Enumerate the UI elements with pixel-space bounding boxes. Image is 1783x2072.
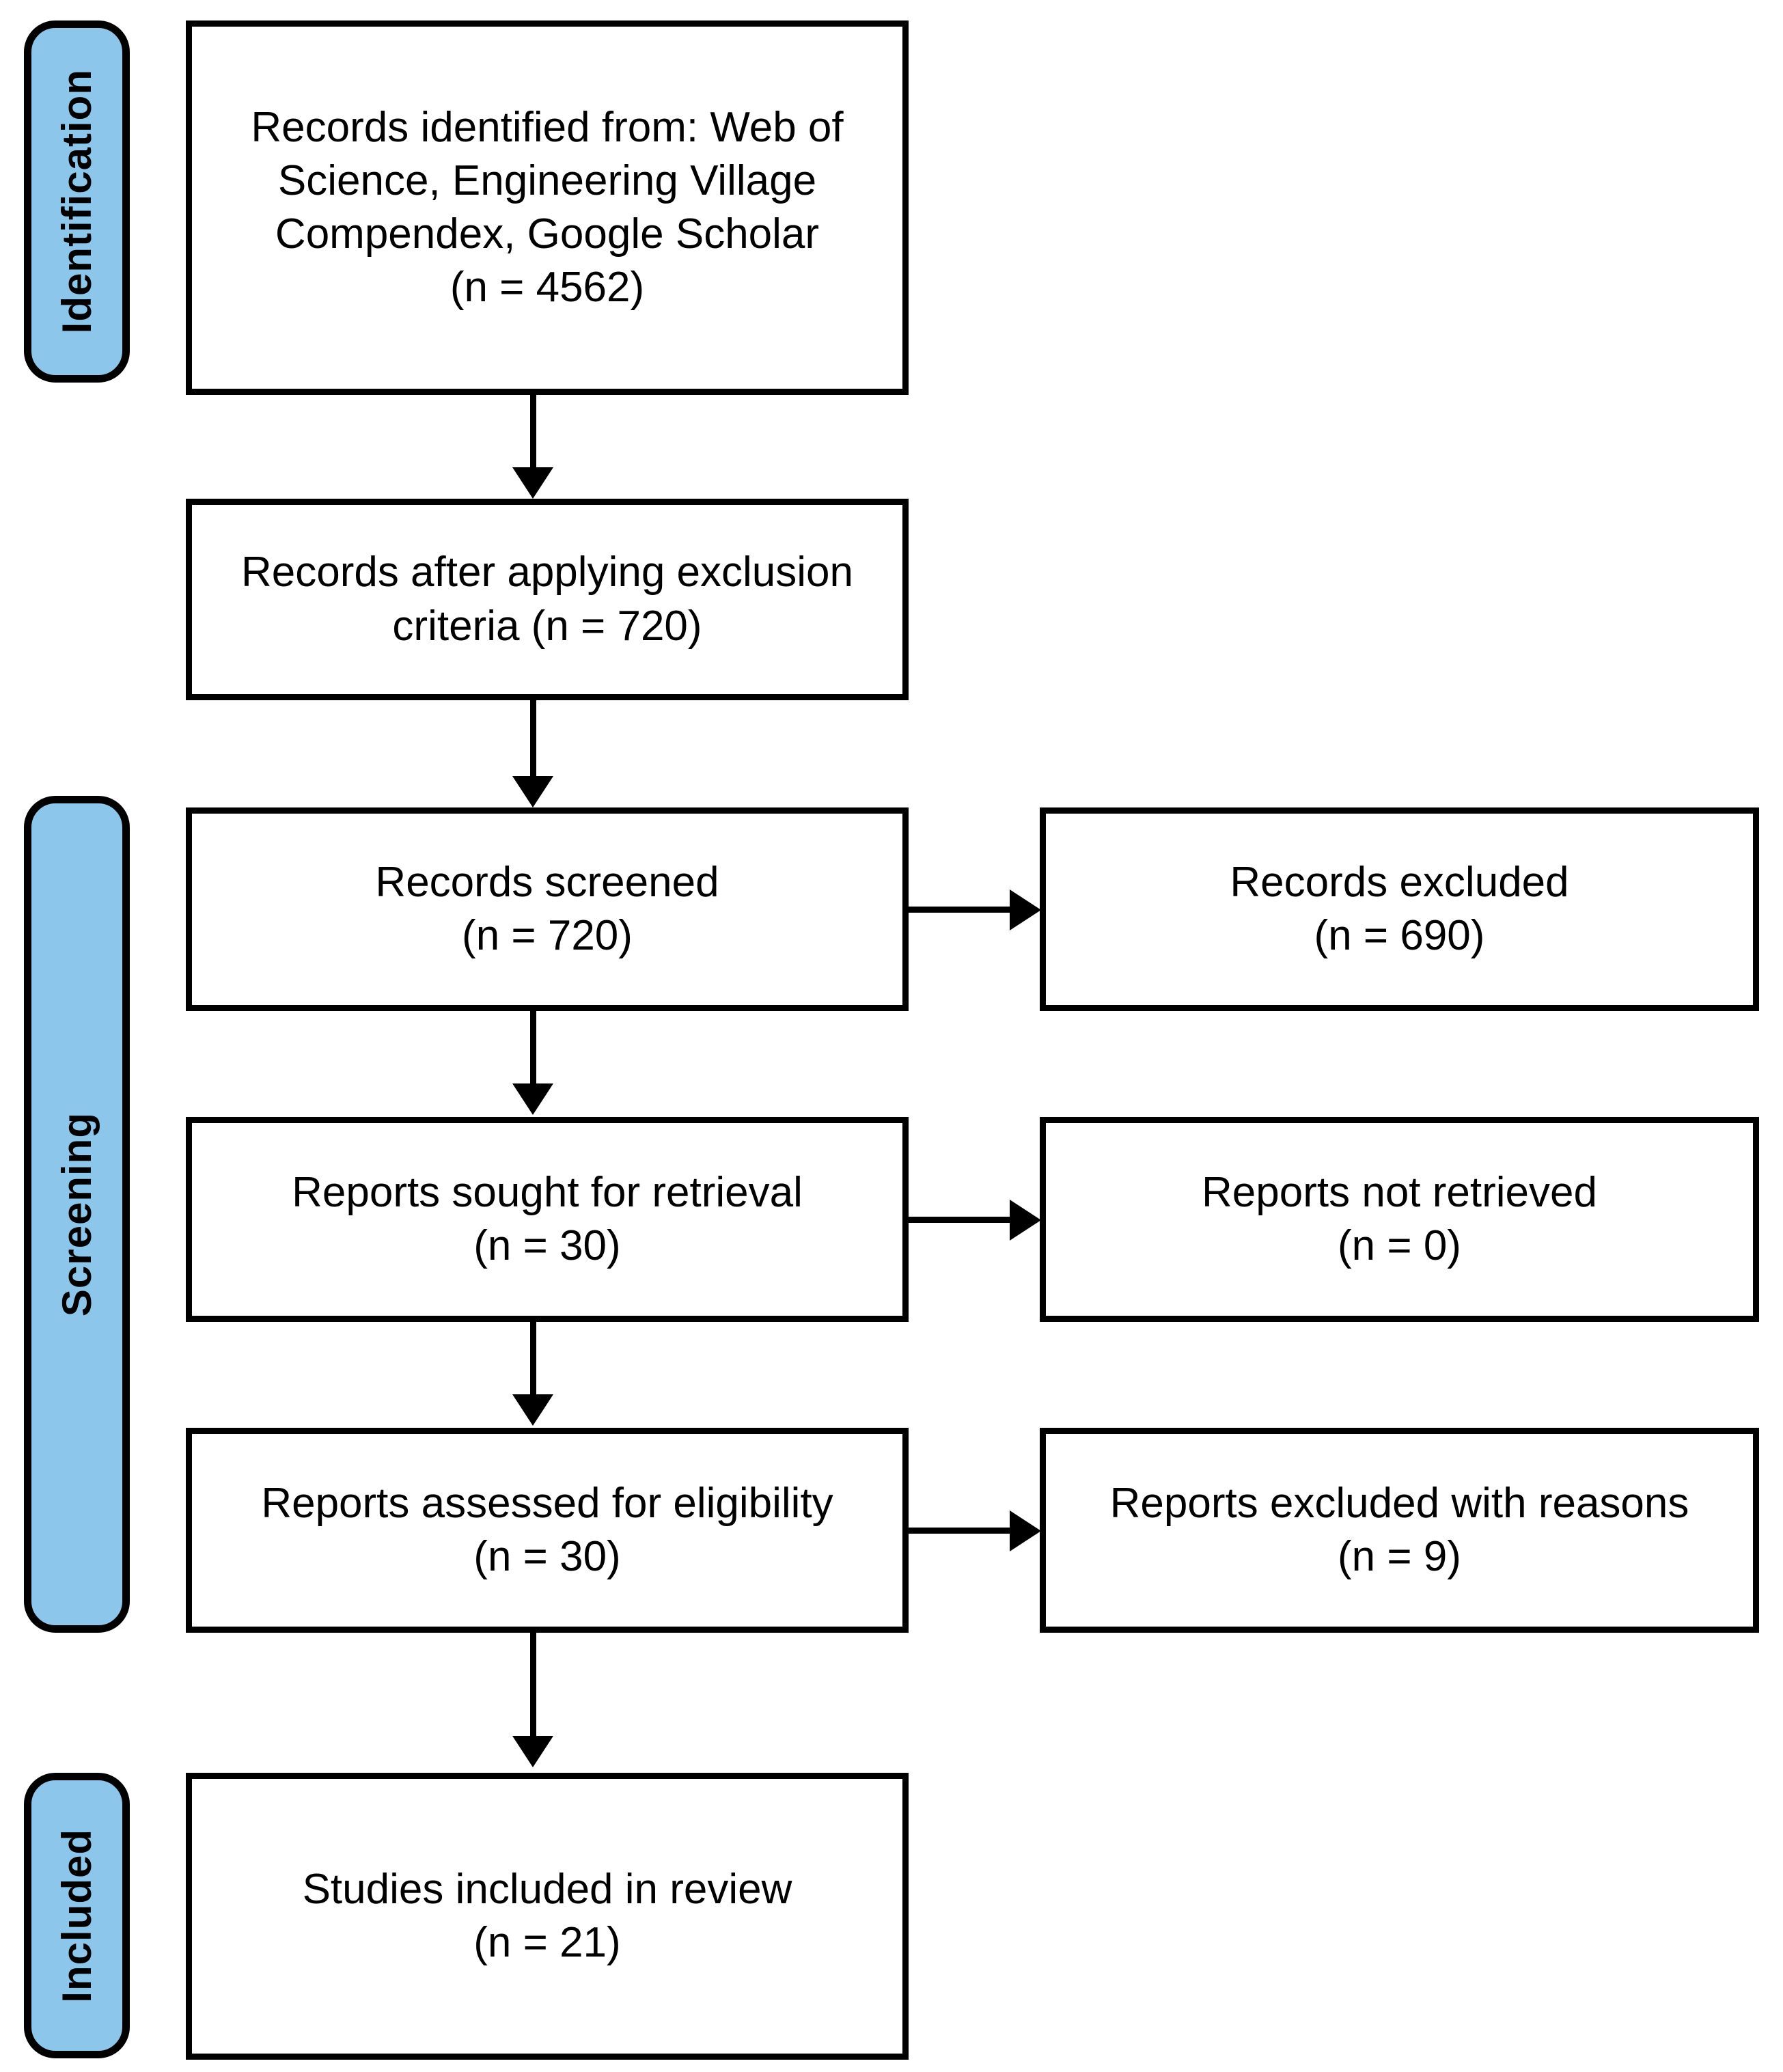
box-records-excluded: Records excluded (n = 690): [1040, 807, 1759, 1011]
box-reports-assessed: Reports assessed for eligibility (n = 30…: [186, 1428, 909, 1633]
connector-screened-to-excluded: [909, 907, 1012, 913]
arrowhead-screened-to-excluded: [1010, 889, 1041, 930]
box-records-identified-text: Records identified from: Web of Science,…: [251, 103, 844, 312]
connector-after-exclusion-to-screened: [530, 700, 536, 779]
box-records-screened: Records screened (n = 720): [186, 807, 909, 1011]
box-records-excluded-text: Records excluded (n = 690): [1230, 858, 1569, 959]
connector-assessed-to-reports-excluded: [909, 1528, 1012, 1534]
connector-screened-to-reports-sought: [530, 1011, 536, 1086]
box-records-after-exclusion: Records after applying exclusion criteri…: [186, 499, 909, 700]
stage-pill-included-label: Included: [53, 1828, 100, 2003]
box-reports-assessed-text: Reports assessed for eligibility (n = 30…: [261, 1479, 833, 1580]
box-reports-not-retrieved-text: Reports not retrieved (n = 0): [1202, 1168, 1597, 1269]
box-reports-not-retrieved: Reports not retrieved (n = 0): [1040, 1117, 1759, 1322]
box-reports-excluded-text: Reports excluded with reasons (n = 9): [1109, 1479, 1689, 1580]
box-studies-included-text: Studies included in review (n = 21): [302, 1865, 792, 1966]
arrowhead-after-exclusion-to-screened: [512, 776, 553, 807]
arrowhead-sought-to-assessed: [512, 1394, 553, 1426]
box-reports-sought: Reports sought for retrieval (n = 30): [186, 1117, 909, 1322]
box-records-screened-text: Records screened (n = 720): [375, 858, 719, 959]
arrowhead-assessed-to-reports-excluded: [1010, 1510, 1041, 1551]
connector-sought-to-not-retrieved: [909, 1217, 1012, 1223]
stage-pill-included: Included: [24, 1773, 130, 2058]
arrowhead-screened-to-reports-sought: [512, 1083, 553, 1115]
box-records-identified: Records identified from: Web of Science,…: [186, 20, 909, 395]
stage-pill-screening: Screening: [24, 796, 130, 1633]
stage-pill-identification: Identification: [24, 20, 130, 383]
box-records-after-exclusion-text: Records after applying exclusion criteri…: [240, 549, 854, 650]
arrowhead-sought-to-not-retrieved: [1010, 1200, 1041, 1241]
stage-pill-identification-label: Identification: [53, 69, 100, 334]
box-studies-included: Studies included in review (n = 21): [186, 1773, 909, 2060]
arrowhead-assessed-to-studies-included: [512, 1736, 553, 1767]
connector-identified-to-after-exclusion: [530, 395, 536, 470]
box-reports-sought-text: Reports sought for retrieval (n = 30): [292, 1168, 803, 1269]
connector-assessed-to-studies-included: [530, 1633, 536, 1739]
stage-pill-screening-label: Screening: [53, 1111, 100, 1317]
arrowhead-identified-to-after-exclusion: [512, 467, 553, 499]
connector-sought-to-assessed: [530, 1322, 536, 1397]
box-reports-excluded: Reports excluded with reasons (n = 9): [1040, 1428, 1759, 1633]
